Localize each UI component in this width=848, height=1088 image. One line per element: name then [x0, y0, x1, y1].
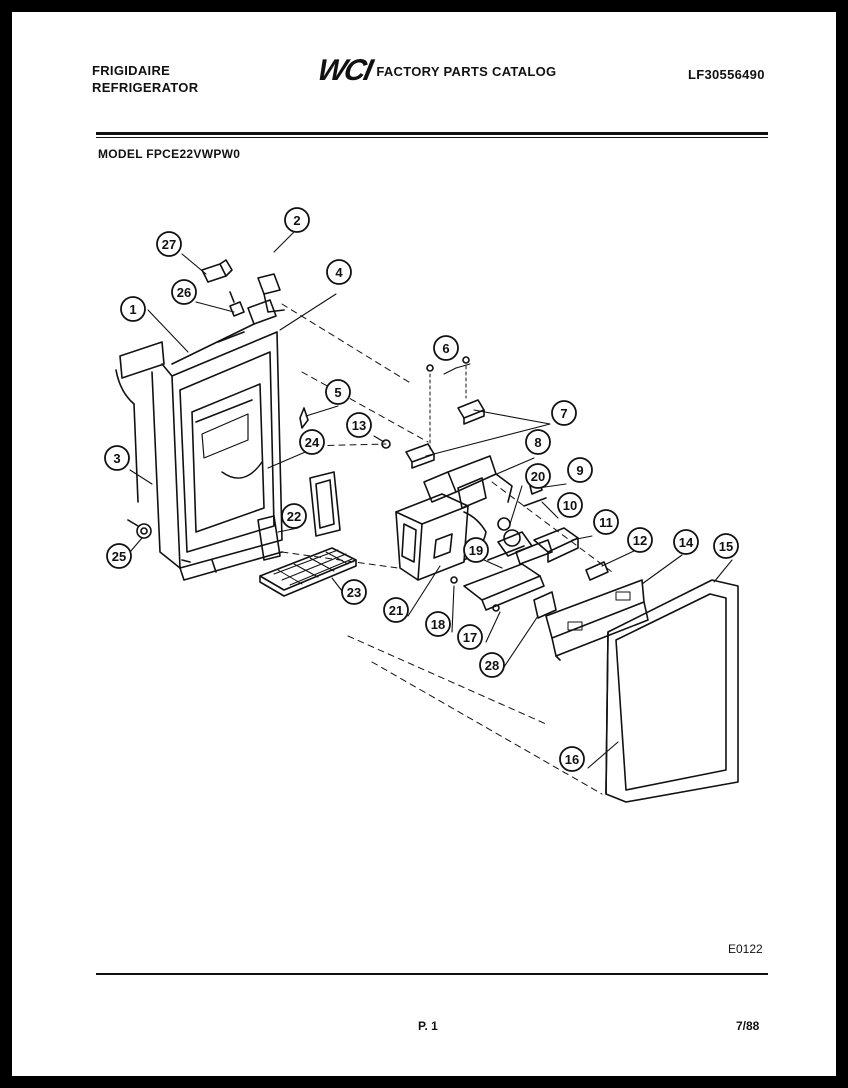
product-type: REFRIGERATOR — [92, 80, 199, 95]
svg-text:16: 16 — [565, 752, 579, 767]
brand-block: FRIGIDAIRE REFRIGERATOR — [92, 62, 198, 96]
callout-8: 8 — [525, 429, 551, 455]
drip-grille-part-23 — [259, 547, 357, 597]
pins-part-6 — [426, 356, 470, 453]
callout-27: 27 — [156, 231, 182, 257]
svg-text:8: 8 — [534, 435, 541, 450]
svg-text:20: 20 — [531, 469, 545, 484]
gasket-part-22 — [257, 515, 281, 561]
shaft-part-10 — [523, 497, 547, 507]
callout-3: 3 — [104, 445, 130, 471]
actuator-part-11 — [533, 527, 579, 563]
top-bracket — [171, 273, 285, 365]
svg-text:3: 3 — [113, 451, 120, 466]
callout-6: 6 — [433, 335, 459, 361]
svg-text:9: 9 — [576, 463, 583, 478]
connector-part-27 — [201, 259, 233, 283]
callout-1: 1 — [120, 296, 146, 322]
callout-10: 10 — [557, 492, 583, 518]
control-module — [395, 455, 513, 581]
svg-text:22: 22 — [287, 509, 301, 524]
callout-23: 23 — [341, 579, 367, 605]
svg-text:4: 4 — [335, 265, 343, 280]
lever-part-19 — [450, 563, 545, 612]
callout-18: 18 — [425, 611, 451, 637]
svg-text:23: 23 — [347, 585, 361, 600]
svg-text:26: 26 — [177, 285, 191, 300]
switch-part-28 — [533, 591, 557, 619]
alignment-lines — [281, 303, 613, 795]
svg-text:15: 15 — [719, 539, 733, 554]
callout-4: 4 — [326, 259, 352, 285]
catalog-number: LF30556490 — [688, 67, 765, 82]
svg-text:13: 13 — [352, 418, 366, 433]
callout-13: 13 — [346, 412, 372, 438]
callout-20: 20 — [525, 463, 551, 489]
svg-text:6: 6 — [442, 341, 449, 356]
svg-text:10: 10 — [563, 498, 577, 513]
catalog-page: FRIGIDAIRE REFRIGERATOR WCI FACTORY PART… — [12, 12, 836, 1076]
footer-rule — [96, 973, 768, 975]
svg-text:5: 5 — [334, 385, 341, 400]
svg-text:17: 17 — [463, 630, 477, 645]
callout-21: 21 — [383, 597, 409, 623]
svg-text:28: 28 — [485, 658, 499, 673]
svg-text:11: 11 — [599, 515, 613, 530]
dispenser-housing — [115, 331, 283, 581]
motor-assembly — [487, 517, 553, 565]
catalog-title: FACTORY PARTS CATALOG — [376, 63, 557, 79]
svg-text:25: 25 — [112, 549, 126, 564]
screw-part-26 — [229, 291, 245, 317]
nut-part-25 — [127, 519, 152, 539]
model-number: MODEL FPCE22VWPW0 — [98, 147, 241, 161]
frame-part-24 — [309, 471, 341, 537]
svg-text:18: 18 — [431, 617, 445, 632]
svg-text:19: 19 — [469, 543, 483, 558]
trim-frame-part-15 — [605, 579, 739, 803]
svg-text:7: 7 — [560, 406, 567, 421]
callout-17: 17 — [457, 624, 483, 650]
callout-16: 16 — [559, 746, 585, 772]
header-rule-top — [96, 132, 768, 135]
callout-28: 28 — [479, 652, 505, 678]
svg-text:24: 24 — [305, 435, 320, 450]
callout-7: 7 — [551, 400, 577, 426]
page-number: P. 1 — [418, 1019, 438, 1033]
lamp-part-12 — [585, 561, 609, 581]
svg-text:14: 14 — [679, 535, 694, 550]
callout-12: 12 — [627, 527, 653, 553]
catalog-date: 7/88 — [736, 1019, 760, 1033]
clip-part-5 — [299, 407, 309, 429]
callout-22: 22 — [281, 503, 307, 529]
callout-2: 2 — [284, 207, 310, 233]
callout-25: 25 — [106, 543, 132, 569]
callout-19: 19 — [463, 537, 489, 563]
brand-name: FRIGIDAIRE — [92, 63, 171, 78]
svg-text:1: 1 — [129, 302, 136, 317]
drawing-code: E0122 — [728, 942, 763, 956]
switch-part-7 — [405, 399, 485, 469]
callout-15: 15 — [713, 533, 739, 559]
svg-text:2: 2 — [293, 213, 300, 228]
exploded-parts-diagram: 1 2 3 4 5 6 7 8 9 10 11 12 13 14 15 16 1… — [104, 207, 739, 803]
callout-14: 14 — [673, 529, 699, 555]
svg-text:27: 27 — [162, 237, 176, 252]
grommet-part-13 — [381, 439, 391, 449]
callout-24: 24 — [299, 429, 325, 455]
callout-9: 9 — [567, 457, 593, 483]
catalog-heading: WCI FACTORY PARTS CATALOG — [315, 54, 557, 88]
callout-26: 26 — [171, 279, 197, 305]
callout-11: 11 — [593, 509, 619, 535]
control-panel-part-14 — [545, 579, 649, 661]
svg-text:12: 12 — [633, 533, 647, 548]
header-rule-bottom — [96, 137, 768, 138]
svg-text:21: 21 — [389, 603, 403, 618]
leader-lines — [129, 229, 733, 769]
callout-5: 5 — [325, 379, 351, 405]
